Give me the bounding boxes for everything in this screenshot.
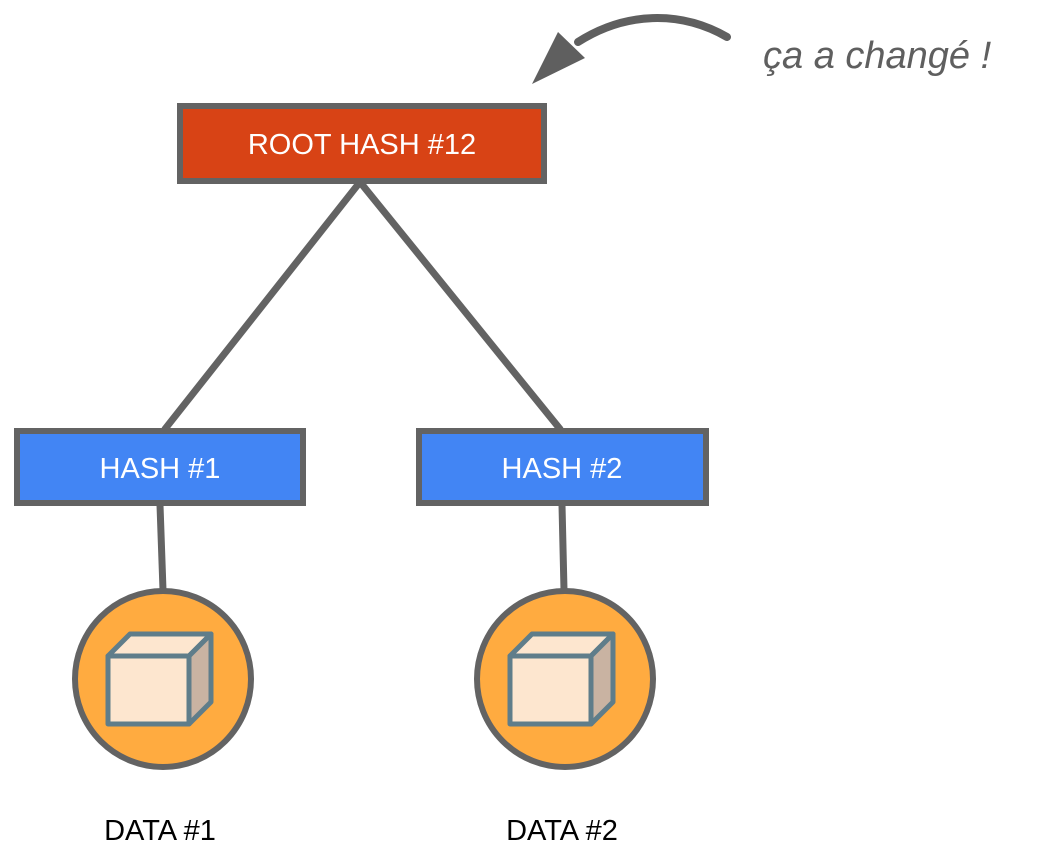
- edge-root-hash1: [161, 178, 364, 433]
- edge-hash2-data2: [558, 501, 568, 594]
- hash-node-2: HASH #2: [416, 428, 709, 506]
- data-node-1: [72, 588, 254, 770]
- root-hash-box: [177, 103, 547, 184]
- edge-root-hash2: [356, 178, 564, 433]
- data-label-1: DATA #1: [104, 815, 216, 844]
- data-label-2: DATA #2: [506, 815, 618, 844]
- data-node-2: [474, 588, 656, 770]
- hash-box-2: [416, 428, 709, 506]
- hash-label-1: HASH #1: [100, 453, 221, 485]
- hash-node-1: HASH #1: [14, 428, 306, 506]
- annotation-text: ça a changé !: [763, 35, 992, 77]
- hash-box-1: [14, 428, 306, 506]
- curved-arrow-icon: [532, 14, 731, 84]
- cube-icon: [507, 631, 616, 727]
- hash-label-2: HASH #2: [502, 453, 623, 485]
- cube-icon: [105, 631, 214, 727]
- root-hash-label: ROOT HASH #12: [248, 129, 476, 161]
- root-hash-node: ROOT HASH #12: [177, 103, 547, 184]
- edge-hash1-data1: [156, 501, 167, 594]
- tree-edges: [156, 178, 568, 594]
